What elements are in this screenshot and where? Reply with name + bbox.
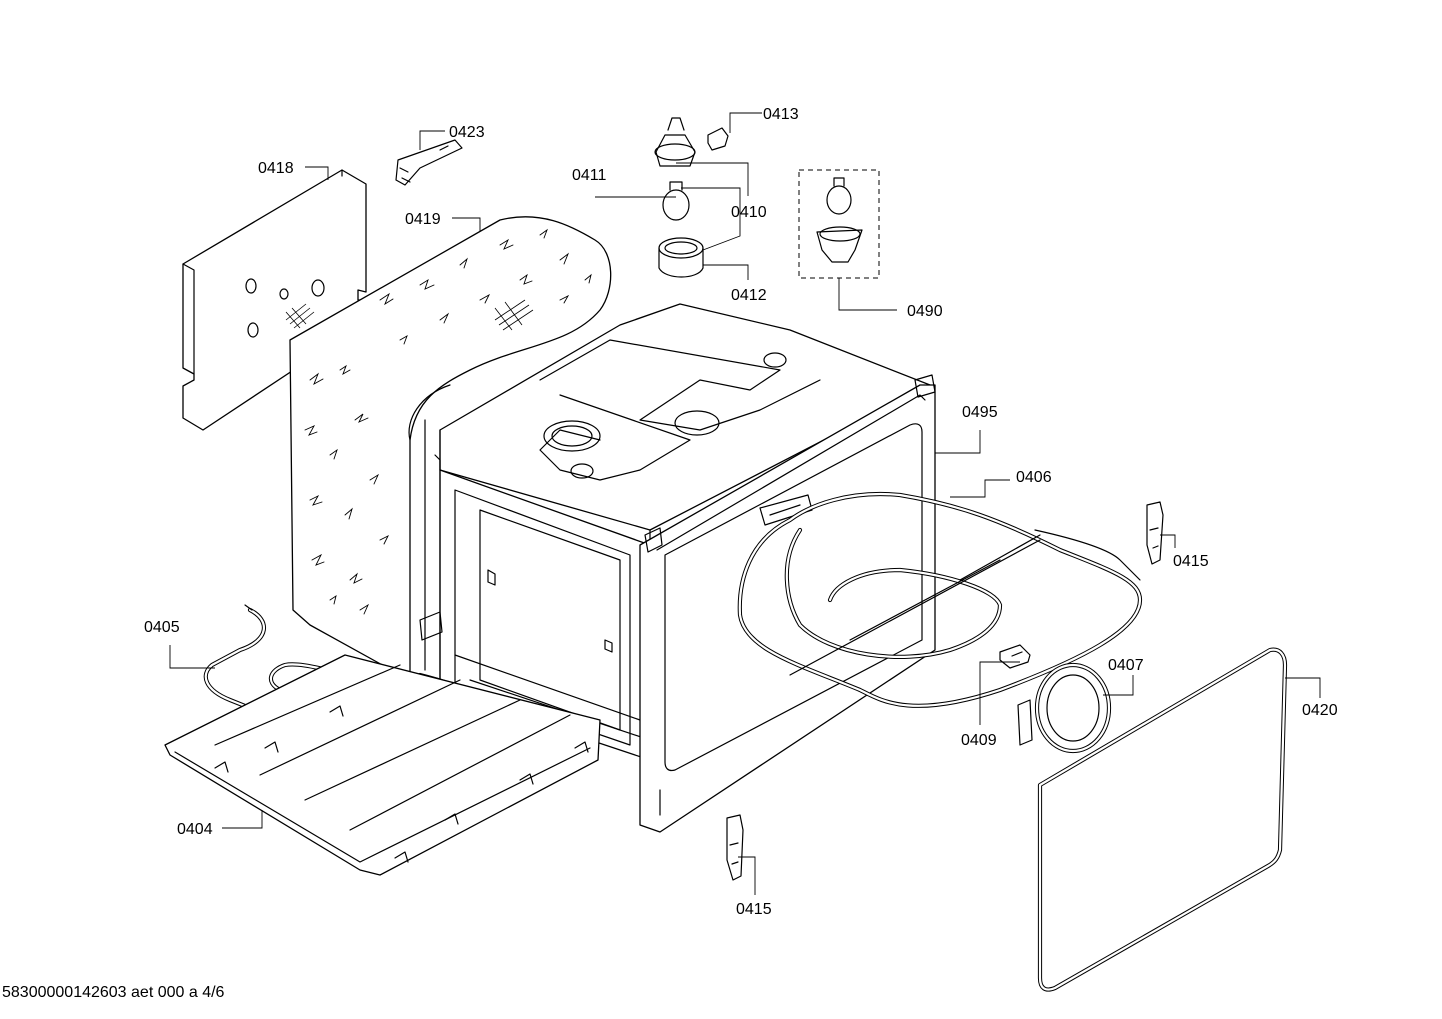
callout-0420: 0420: [1302, 702, 1338, 719]
callout-0411: 0411: [572, 167, 607, 184]
top-heating-element: [737, 492, 1143, 708]
rear-insulation-panel: [182, 169, 367, 431]
callout-0409: 0409: [961, 732, 997, 749]
callout-0490: 0490: [907, 303, 943, 320]
wrap-insulation: [289, 216, 612, 681]
callout-labels: 0418 0423 0419 0411 0413 0410 0412 0490 …: [144, 106, 1338, 918]
callout-0406: 0406: [1016, 469, 1052, 486]
callout-0423: 0423: [449, 124, 485, 141]
callout-0415-bottom: 0415: [736, 901, 772, 918]
callout-0407: 0407: [1108, 657, 1144, 674]
small-bracket: [395, 139, 463, 186]
floor-plate: [164, 654, 601, 876]
lamp-assembly: [654, 117, 729, 278]
callout-0418: 0418: [258, 160, 294, 177]
hinge-part-right: [1146, 501, 1164, 565]
callout-0413: 0413: [763, 106, 799, 123]
door-gasket: [1037, 647, 1288, 992]
ring-heating-element: [1017, 662, 1112, 754]
callout-0404: 0404: [177, 821, 213, 838]
callout-0405: 0405: [144, 619, 180, 636]
callout-0410: 0410: [731, 204, 767, 221]
small-connector: [999, 644, 1031, 669]
leader-lines: [169, 112, 1321, 895]
callout-0419: 0419: [405, 211, 441, 228]
callout-0415-right: 0415: [1173, 553, 1209, 570]
callout-0495: 0495: [962, 404, 998, 421]
drawing-reference-footer: 58300000142603 aet 000 a 4/6: [2, 984, 225, 1001]
lamp-kit-group: [798, 169, 880, 279]
hinge-part-bottom: [726, 814, 744, 881]
callout-0412: 0412: [731, 287, 767, 304]
